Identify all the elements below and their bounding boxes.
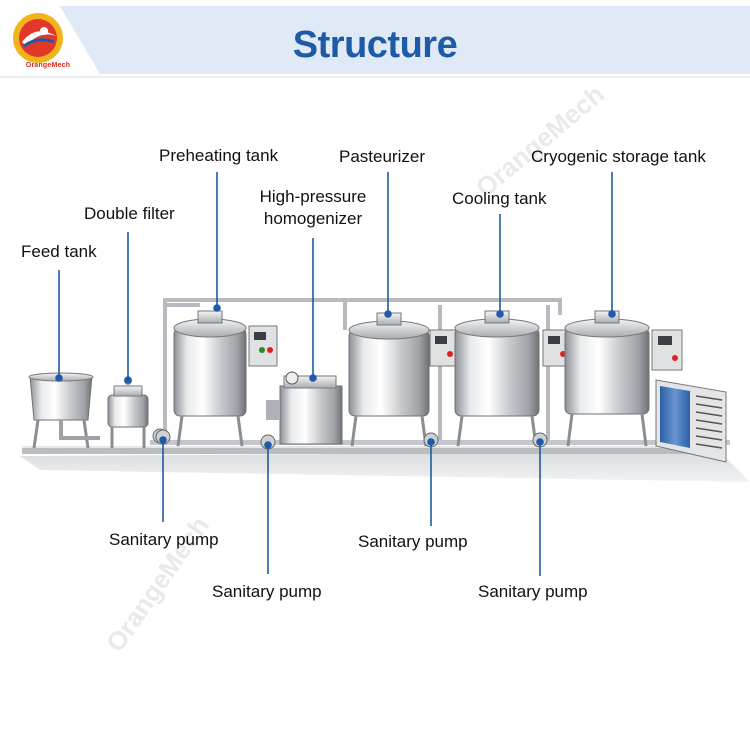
- leader-dot-pump-2: [264, 441, 272, 449]
- leader-dot-feed-tank: [55, 374, 63, 382]
- label-preheating-tank: Preheating tank: [159, 146, 279, 165]
- label-sanitary-pump-4: Sanitary pump: [478, 582, 588, 601]
- cryogenic-storage-tank: [564, 310, 683, 447]
- label-cooling-tank: Cooling tank: [452, 189, 547, 208]
- label-homogenizer-line1: High-pressure: [259, 187, 367, 206]
- leader-dot-homogenizer: [309, 374, 317, 382]
- label-homogenizer-line2: homogenizer: [263, 209, 363, 228]
- header-band: [0, 6, 750, 78]
- overhead-piping: [163, 298, 562, 445]
- homogenizer: [266, 371, 343, 445]
- leader-dot-pasteurizer: [384, 310, 392, 318]
- label-pasteurizer: Pasteurizer: [339, 147, 425, 166]
- preheating-tank: [173, 310, 278, 447]
- leader-lines: [55, 172, 616, 576]
- label-feed-tank: Feed tank: [21, 242, 97, 261]
- label-sanitary-pump-2: Sanitary pump: [212, 582, 322, 601]
- page-title: Structure: [292, 24, 458, 66]
- leader-dot-cooling-tank: [496, 310, 504, 318]
- label-double-filter: Double filter: [84, 204, 175, 223]
- leader-dot-cryogenic-tank: [608, 310, 616, 318]
- base-frame: [20, 440, 750, 482]
- feed-tank: [28, 372, 100, 449]
- leader-dot-pump-4: [536, 438, 544, 446]
- label-cryogenic-storage-tank: Cryogenic storage tank: [531, 147, 706, 166]
- brand-logo-text: OrangeMech: [25, 62, 71, 69]
- label-homogenizer: High-pressure homogenizer: [248, 186, 378, 230]
- refrigeration-unit: [655, 379, 727, 463]
- leader-dot-pump-1: [159, 436, 167, 444]
- pasteurizer: [348, 312, 457, 447]
- brand-logo: [13, 13, 63, 63]
- leader-dot-pump-3: [427, 438, 435, 446]
- cooling-tank: [454, 310, 570, 447]
- leader-dot-preheating-tank: [213, 304, 221, 312]
- leader-dot-double-filter: [124, 376, 132, 384]
- label-sanitary-pump-3: Sanitary pump: [358, 532, 468, 551]
- label-sanitary-pump-1: Sanitary pump: [109, 530, 219, 549]
